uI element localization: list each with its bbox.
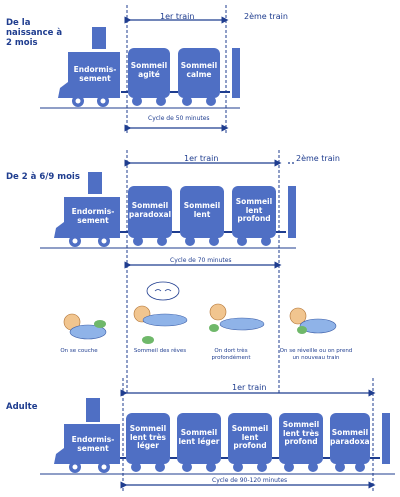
section-2-car-2-label: Sommeil lent: [183, 201, 221, 219]
baby-lying-illustration: [63, 313, 107, 340]
section-3-car-3-label: Sommeil lent profond: [231, 424, 269, 450]
section-1-train-2-label: 2ème train: [244, 12, 288, 21]
baby-deep-sleep-illustration: [209, 303, 265, 332]
car-2: [178, 48, 220, 98]
section-3-cycle-label: Cycle de 90-120 minutes: [212, 477, 288, 484]
section-2-cycle-label: Cycle de 70 minutes: [170, 257, 232, 264]
baby-dreaming-illustration: [133, 281, 188, 344]
section-2-train-1-label: 1er train: [184, 154, 219, 163]
section-1-cycle-label: Cycle de 50 minutes: [148, 115, 210, 122]
caption-dream-sleep: Sommeil des rêves: [133, 348, 187, 354]
caption-bedtime: On se couche: [60, 348, 98, 354]
section-3-car-5-label: Sommeil paradoxal: [330, 428, 373, 446]
caption-deep-sleep: On dort très profondément: [211, 348, 251, 361]
baby-waking-illustration: [289, 307, 337, 334]
section-1-engine-label: Endormis-sement: [73, 65, 117, 83]
section-3-car-4-label: Sommeil lent très profond: [282, 420, 320, 446]
age-label-newborn: De la naissance à 2 mois: [6, 18, 63, 48]
section-1-train-1-label: 1er train: [160, 12, 195, 21]
section-3-graphics: [40, 378, 395, 492]
section-1-car-1-label: Sommeil agité: [130, 61, 168, 79]
caption-wake-or-new-train: On se réveille ou on prend un nouveau tr…: [279, 348, 353, 361]
section-3-train-1-label: 1er train: [232, 383, 267, 392]
section-1-car-2-label: Sommeil calme: [180, 61, 218, 79]
section-1-graphics: [40, 5, 240, 135]
age-label-2-to-9-months: De 2 à 6/9 mois: [6, 172, 80, 182]
section-2-car-1-label: Sommeil paradoxal: [128, 201, 172, 219]
section-3-engine-label: Endormis-sement: [71, 435, 115, 453]
section-2-train-2-label: 2ème train: [296, 154, 340, 163]
age-label-adult: Adulte: [6, 402, 38, 412]
car-1: [128, 48, 170, 98]
section-3-car-2-label: Sommeil lent léger: [178, 428, 220, 446]
engine-chimney: [92, 27, 106, 49]
locomotive-body: [68, 52, 120, 98]
section-2-car-3-label: Sommeil lent profond: [235, 197, 273, 223]
section-3-car-1-label: Sommeil lent très léger: [129, 424, 167, 450]
section-2-engine-label: Endormis-sement: [71, 207, 115, 225]
section-2-graphics: [40, 150, 337, 395]
